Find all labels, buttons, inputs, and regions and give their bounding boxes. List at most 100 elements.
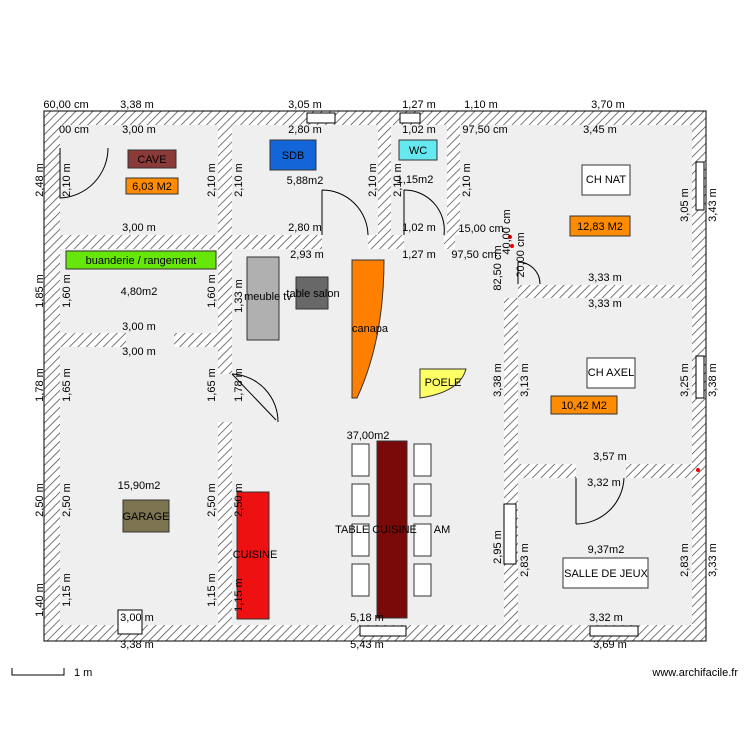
window-jeux: [589, 625, 639, 637]
dim-garage-r1: 1,65 m: [206, 368, 218, 402]
marker: [508, 235, 512, 239]
window-sdb: [306, 112, 336, 124]
window-ch-axel: [695, 355, 705, 399]
ch-nat-area-box: [569, 215, 631, 237]
dim-hall-small: 15,00 cm: [458, 223, 503, 235]
window-wc: [399, 112, 421, 124]
table-salon-label: table salon: [286, 288, 339, 300]
dim-garage-l2: 2,50 m: [61, 483, 73, 517]
dim-main-l3: 1,15 m: [233, 578, 245, 612]
dim-axel-right-in: 3,25 m: [679, 363, 691, 397]
dim-axel-bottom: 3,57 m: [593, 451, 627, 463]
main-area: 37,00m2: [347, 430, 390, 442]
dim-nat-right-in: 3,05 m: [679, 188, 691, 222]
room-main: [232, 249, 504, 625]
dim-cave-right: 2,10 m: [206, 163, 218, 197]
dim-cave-small: 00 cm: [59, 124, 89, 136]
dim-hall-top: 2,93 m: [290, 249, 324, 261]
door-sdb-gap: [322, 235, 368, 249]
table-label: TABLE CUISINE: [335, 524, 417, 536]
room-salle-jeux: [518, 478, 692, 625]
garage-label: GARAGE: [122, 511, 169, 523]
dim-main-left: 1,33 m: [233, 279, 245, 313]
dim-wc-top: 1,02 m: [402, 124, 436, 136]
marker: [510, 244, 514, 248]
dim-outer-left-top: 2,48 m: [34, 163, 46, 197]
dim-cave-bottom: 3,00 m: [122, 222, 156, 234]
dim-top-2: 3,38 m: [120, 99, 154, 111]
canapa-label: canapa: [352, 323, 389, 335]
dim-main-l1: 1,78 m: [233, 368, 245, 402]
dim-sdb-bottom: 2,80 m: [288, 222, 322, 234]
dim-axel-top: 3,33 m: [588, 298, 622, 310]
ch-nat-label-box: [581, 164, 631, 196]
dim-top-6: 3,70 m: [591, 99, 625, 111]
dim-buand-left-out: 1,85 m: [34, 274, 46, 308]
window-main: [359, 625, 407, 637]
table-salon: [295, 276, 329, 310]
dim-v-c: 82,50 cm: [492, 245, 504, 290]
dim-nat-right-out: 3,43 m: [707, 188, 719, 222]
door-buand-gap: [126, 333, 174, 347]
dim-hall-top2: 1,27 m: [402, 249, 436, 261]
dim-sdb-top: 2,80 m: [288, 124, 322, 136]
buanderie-label: buanderie / rangement: [86, 255, 197, 267]
table-cuisine: [376, 440, 408, 619]
dim-main-right2: 2,95 m: [492, 530, 504, 564]
dim-wc-bottom: 1,02 m: [402, 222, 436, 234]
dim-main-right: 3,38 m: [492, 363, 504, 397]
cuisine: [236, 491, 270, 620]
canapa: [351, 259, 385, 399]
ch-axel-label-box: [586, 357, 636, 389]
dim-jeux-right-out: 3,33 m: [707, 543, 719, 577]
room-garage: [60, 347, 218, 625]
watermark: www.archifacile.fr: [651, 667, 738, 679]
cave-label: CAVE: [137, 154, 166, 166]
table-label-tail: AM: [434, 524, 451, 536]
dim-garage-bottom: 3,00 m: [120, 612, 154, 624]
sdb-label: SDB: [282, 150, 305, 162]
ch-axel-label: CH AXEL: [588, 367, 634, 379]
dim-garage-l3: 1,15 m: [61, 573, 73, 607]
cave-label-box: [127, 149, 177, 169]
dim-bottom-2: 5,43 m: [350, 639, 384, 651]
dim-sdb-left: 2,10 m: [233, 163, 245, 197]
dim-wc-left: 2,10 m: [392, 163, 404, 197]
meuble-tv: [246, 256, 280, 341]
dim-axel-right-out: 3,38 m: [707, 363, 719, 397]
dim-nat-left-top: 97,50 cm: [462, 124, 507, 136]
dim-top-1: 60,00 cm: [43, 99, 88, 111]
buanderie-label-box: [65, 250, 217, 270]
dim-hall-top3: 97,50 cm: [451, 249, 496, 261]
chairs: [351, 443, 432, 597]
dim-nat-top: 3,45 m: [583, 124, 617, 136]
dim-garage-r3: 1,15 m: [206, 573, 218, 607]
door-swings: [59, 147, 625, 525]
poele: [419, 368, 467, 399]
dim-garage-top: 3,00 m: [122, 346, 156, 358]
cave-area: 6,03 M2: [132, 181, 172, 193]
buanderie-area: 4,80m2: [121, 286, 158, 298]
dim-buand-left: 1,60 m: [61, 274, 73, 308]
dim-main-bottom-in: 5,18 m: [350, 612, 384, 624]
dim-garage-l3-out: 1,40 m: [34, 583, 46, 617]
dim-buand-right: 1,60 m: [206, 274, 218, 308]
dim-sdb-right: 2,10 m: [367, 163, 379, 197]
window-garage: [117, 609, 143, 635]
dim-top-3: 3,05 m: [288, 99, 322, 111]
door-jeux-gap: [576, 464, 626, 478]
dim-top-5: 1,10 m: [464, 99, 498, 111]
dim-jeux-right-in: 2,83 m: [679, 543, 691, 577]
dim-axel-left: 3,13 m: [519, 363, 531, 397]
door-axel-gap: [490, 285, 518, 298]
dim-garage-l1-out: 1,78 m: [34, 368, 46, 402]
dim-main-l2: 2,50 m: [233, 483, 245, 517]
sdb-area: 5,88m2: [287, 175, 324, 187]
salle-jeux-label: SALLE DE JEUX: [564, 568, 648, 580]
ch-axel-area-box: [550, 395, 618, 415]
wc-area: 1,15m2: [397, 174, 434, 186]
window-ch-nat: [695, 161, 705, 211]
meuble-tv-label: meuble tv: [244, 291, 292, 303]
dim-jeux-left: 2,83 m: [519, 543, 531, 577]
